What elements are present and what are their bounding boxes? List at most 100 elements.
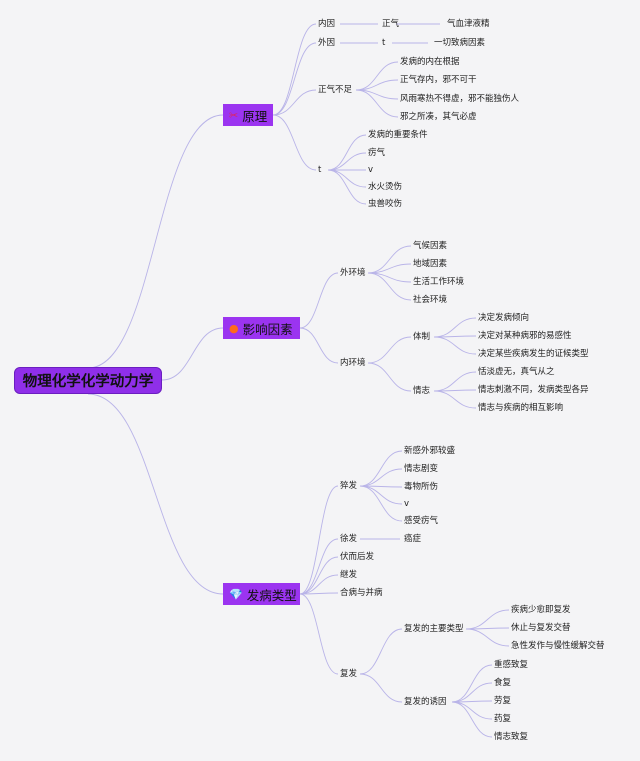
connector: [87, 393, 224, 595]
node-text[interactable]: 感受疠气: [404, 516, 439, 526]
node-text[interactable]: 情志剧变: [404, 464, 439, 474]
connector: [272, 89, 317, 116]
node-text[interactable]: 休止与复发交替: [511, 623, 571, 633]
node-text[interactable]: 气候因素: [413, 241, 448, 251]
root-label: 物理化学化学动力学: [22, 374, 154, 390]
connector: [327, 134, 367, 171]
node-text[interactable]: 继发: [340, 570, 358, 580]
node-text[interactable]: 合病与并病: [340, 588, 383, 598]
node-text[interactable]: 正气存内，邪不可干: [400, 75, 477, 85]
node-text[interactable]: 复发的主要类型: [404, 624, 464, 634]
node-text[interactable]: 决定发病倾向: [478, 313, 530, 323]
connector: [299, 272, 339, 329]
node-text[interactable]: 发病的内在根据: [400, 57, 460, 67]
node-text[interactable]: 复发: [340, 669, 358, 679]
connector: [299, 538, 339, 595]
node-text[interactable]: 重感致复: [494, 660, 529, 670]
connector: [433, 390, 477, 409]
node-text[interactable]: 情志致复: [494, 732, 529, 742]
node-text[interactable]: 决定某些疾病发生的证候类型: [478, 349, 589, 359]
connector: [359, 468, 403, 487]
node-text[interactable]: 邪之所凑，其气必虚: [400, 112, 477, 122]
node-text[interactable]: 正气: [382, 19, 400, 29]
connector: [327, 169, 367, 188]
node-text[interactable]: 体制: [413, 332, 431, 342]
connector: [272, 23, 317, 116]
node-text[interactable]: 伏而后发: [340, 552, 375, 562]
node-text[interactable]: 生活工作环境: [413, 277, 465, 287]
node-text[interactable]: 疾病少愈即复发: [511, 605, 571, 615]
connector: [355, 61, 399, 91]
node-text[interactable]: 风雨寒热不得虚，邪不能独伤人: [400, 94, 520, 104]
node-text[interactable]: 地域因素: [413, 259, 448, 269]
root-node[interactable]: 物理化学化学动力学: [14, 367, 162, 394]
connector: [327, 152, 367, 171]
node-text[interactable]: t: [318, 165, 322, 175]
node-text[interactable]: 猝发: [340, 481, 358, 491]
node-text[interactable]: v: [368, 165, 374, 175]
node-text[interactable]: 决定对某种病邪的易感性: [478, 331, 572, 341]
node-text[interactable]: 外因: [318, 38, 336, 48]
connector: [355, 89, 399, 118]
branch-onset-types[interactable]: 💎发病类型: [223, 583, 300, 605]
node-text[interactable]: 毒物所伤: [404, 482, 439, 492]
gem-icon: 💎: [229, 587, 243, 601]
node-text[interactable]: 正气不足: [318, 85, 353, 95]
connector: [272, 114, 317, 171]
node-text[interactable]: 情志刺激不同，发病类型各异: [478, 385, 589, 395]
connector: [161, 327, 224, 381]
node-text[interactable]: 新感外邪较盛: [404, 446, 456, 456]
connector: [299, 574, 339, 595]
connector: [451, 701, 493, 720]
node-text[interactable]: 水火烫伤: [368, 182, 403, 192]
branch-factors[interactable]: ●影响因素: [223, 317, 300, 339]
connector: [359, 628, 403, 675]
node-text[interactable]: 药复: [494, 714, 512, 724]
connector: [367, 362, 412, 392]
connector: [299, 327, 339, 364]
node-text[interactable]: 急性发作与慢性缓解交替: [511, 641, 605, 651]
branch-principle[interactable]: ✂原理: [223, 104, 273, 126]
connector: [359, 485, 403, 522]
node-text[interactable]: 内因: [318, 19, 336, 29]
scissors-icon: ✂: [229, 108, 239, 122]
connector: [359, 485, 403, 505]
connector: [451, 664, 493, 703]
node-text[interactable]: 劳复: [494, 696, 512, 706]
connector: [327, 169, 367, 205]
node-text[interactable]: 徐发: [340, 534, 358, 544]
node-text[interactable]: 气血津液精: [447, 19, 490, 29]
node-text[interactable]: v: [404, 499, 410, 509]
connector: [465, 628, 510, 647]
connector: [355, 79, 399, 91]
connector: [299, 592, 339, 595]
connector: [433, 336, 477, 355]
node-text[interactable]: 社会环境: [413, 295, 448, 305]
node-text[interactable]: 疠气: [368, 148, 386, 158]
node-text[interactable]: t: [382, 38, 386, 48]
connector: [367, 336, 412, 364]
node-text[interactable]: 内环境: [340, 358, 366, 368]
connector: [272, 42, 317, 116]
connector: [433, 317, 477, 338]
connector: [299, 593, 339, 675]
connector: [367, 245, 412, 274]
node-text[interactable]: 复发的诱因: [404, 697, 447, 707]
node-text[interactable]: 一切致病因素: [434, 38, 486, 48]
node-text[interactable]: 食复: [494, 678, 512, 688]
node-text[interactable]: 虫兽咬伤: [368, 199, 403, 209]
branch-label: 原理: [242, 108, 268, 124]
connector: [359, 450, 403, 487]
connector: [299, 485, 339, 595]
node-text[interactable]: 癌症: [404, 534, 422, 544]
node-text[interactable]: 发病的重要条件: [368, 130, 428, 140]
node-text[interactable]: 外环境: [340, 268, 366, 278]
node-text[interactable]: 情志与疾病的相互影响: [478, 403, 564, 413]
branch-label: 发病类型: [246, 587, 297, 603]
node-text[interactable]: 恬淡虚无，真气从之: [478, 367, 555, 377]
connector: [451, 701, 493, 738]
connector: [433, 371, 477, 392]
branch-label: 影响因素: [242, 321, 293, 337]
node-text[interactable]: 情志: [413, 386, 431, 396]
